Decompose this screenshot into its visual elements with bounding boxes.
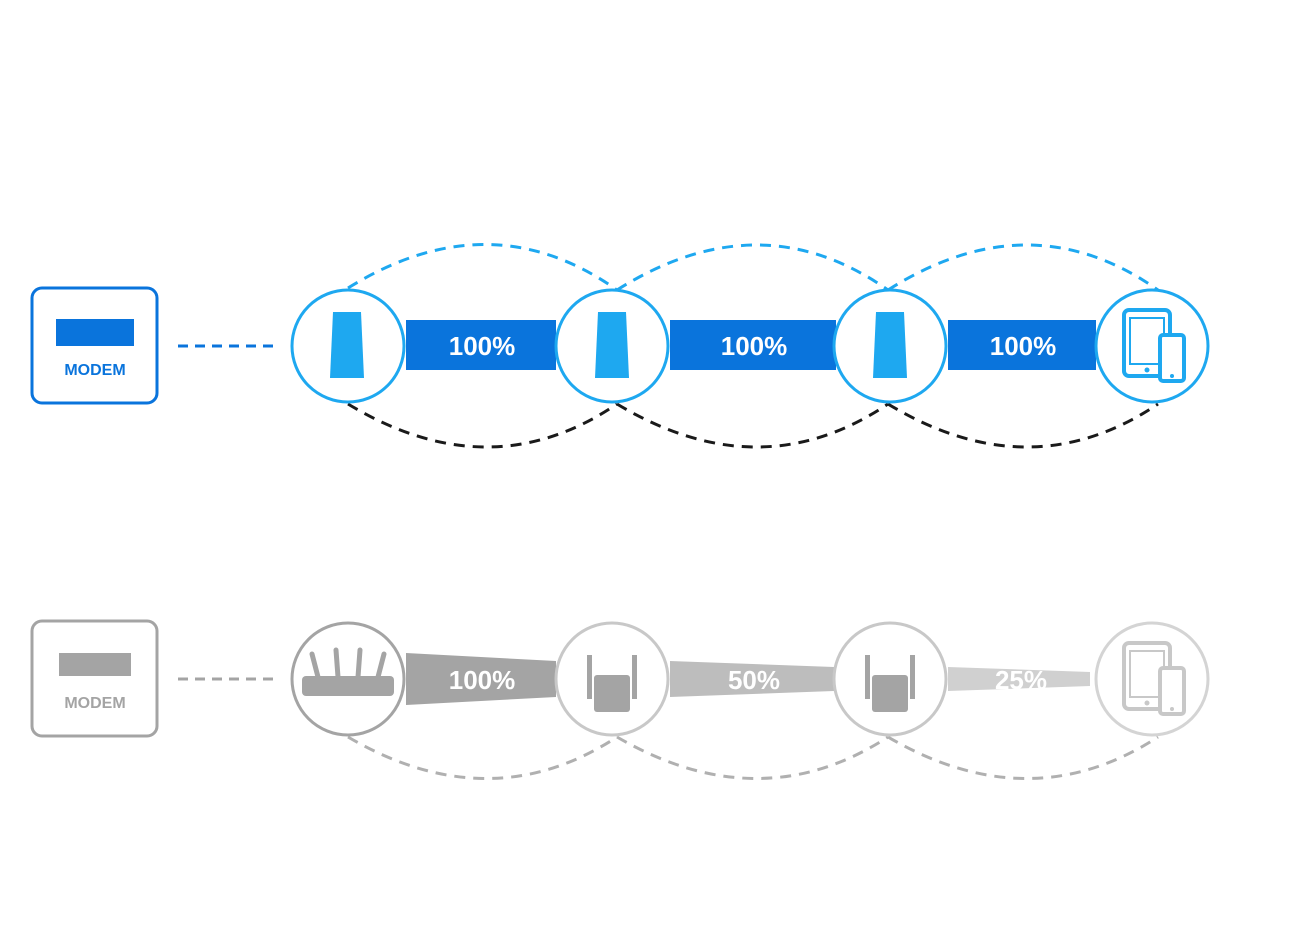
modem-label: MODEM [64,695,125,712]
lower-arc-3 [887,735,1159,780]
link-bar [948,320,1096,370]
lower-arc-2 [616,735,889,780]
link-percent: 100% [449,665,516,695]
mesh-node-1 [290,288,406,404]
link-bar [670,320,836,370]
modem-box [30,619,159,738]
mesh-unit-icon [595,312,629,378]
link-percent: 50% [728,665,780,695]
tablet-phone-icon [1122,308,1186,383]
link-percent: 100% [990,331,1057,361]
extender-node-4 [1094,621,1210,737]
lower-arc-3 [887,402,1159,449]
link-percent: 100% [449,331,516,361]
mesh-unit-icon [330,312,364,378]
upper-arc-1 [347,243,618,292]
modem-bar-icon [59,653,131,676]
mesh-unit-icon [873,312,907,378]
mesh-link-1: 100% [406,320,556,370]
upper-arc-2 [616,243,889,292]
link-percent: 25% [995,665,1047,695]
upper-arc-3 [887,243,1159,292]
link-bar [406,653,556,705]
link-bar [406,320,556,370]
router-icon [302,647,394,696]
lower-arc-1 [347,735,618,780]
lower-arc-1 [347,402,618,449]
extender-link-1: 100% [406,653,556,705]
mesh-modem: MODEM [30,286,159,405]
modem-bar-icon [56,319,134,346]
extender-link-2: 50% [670,661,834,697]
mesh-link-3: 100% [948,320,1096,370]
mesh-node-4 [1094,288,1210,404]
link-bar [670,661,834,697]
modem-label: MODEM [64,362,125,379]
tablet-phone-icon [1122,641,1186,716]
range-extender-icon [865,655,915,712]
mesh-link-2: 100% [670,320,836,370]
extender-modem: MODEM [30,619,159,738]
mesh-node-3 [832,288,948,404]
mesh-row: MODEM 100% 100% 100% [30,243,1210,449]
link-bar [948,667,1090,691]
extender-node-1 [290,621,406,737]
extender-node-3 [832,621,948,737]
lower-arc-2 [616,402,889,449]
mesh-node-2 [554,288,670,404]
extender-node-2 [554,621,670,737]
range-extender-icon [587,655,637,712]
extender-link-3: 25% [948,665,1090,695]
extender-row: MODEM 100% 50% 25% [30,619,1210,780]
link-percent: 100% [721,331,788,361]
